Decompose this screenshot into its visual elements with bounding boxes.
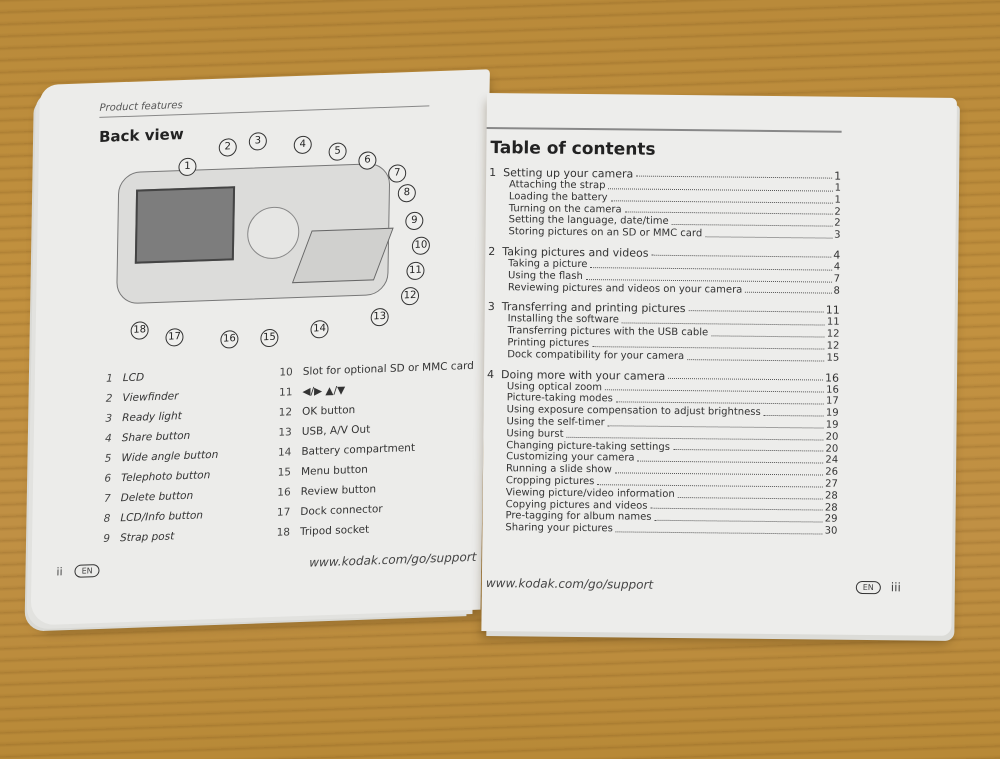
callout-9: 9 — [405, 211, 424, 231]
callout-7: 7 — [388, 164, 407, 183]
callout-18: 18 — [130, 321, 149, 340]
page-number: ii — [56, 564, 63, 579]
arrow-keys-icon: ◀/▶ ▲/▼ — [302, 384, 346, 398]
callout-8: 8 — [397, 183, 416, 203]
callout-12: 12 — [400, 286, 420, 306]
toc-entry: Reviewing pictures and videos on your ca… — [507, 281, 841, 297]
camera-back-diagram: 1 2 3 4 5 6 7 8 9 10 11 12 13 14 15 16 1… — [95, 131, 431, 363]
left-page-footer: ii EN www.kodak.com/go/support — [56, 550, 476, 579]
right-page-footer: www.kodak.com/go/support EN iii — [486, 576, 901, 594]
callout-10: 10 — [411, 236, 431, 256]
toc-title: Table of contents — [490, 138, 656, 160]
callout-17: 17 — [165, 328, 184, 347]
callout-14: 14 — [310, 319, 329, 339]
callout-4: 4 — [293, 135, 312, 155]
language-badge: EN — [855, 580, 881, 594]
running-head-rule — [486, 126, 842, 133]
page-number: iii — [890, 580, 901, 595]
callout-15: 15 — [260, 328, 279, 348]
camera-lcd-illustration — [134, 186, 236, 264]
language-badge: EN — [74, 563, 100, 578]
callout-2: 2 — [218, 138, 237, 157]
callout-5: 5 — [328, 142, 347, 161]
callout-3: 3 — [248, 132, 268, 151]
support-url: www.kodak.com/go/support — [309, 549, 477, 570]
running-head: Product features — [99, 91, 430, 118]
callout-11: 11 — [406, 261, 425, 281]
callout-16: 16 — [220, 330, 239, 349]
callout-13: 13 — [370, 307, 389, 327]
left-page-back-view: Product features Back view 1 2 3 4 5 6 7… — [30, 69, 490, 626]
support-url: www.kodak.com/go/support — [485, 576, 654, 592]
